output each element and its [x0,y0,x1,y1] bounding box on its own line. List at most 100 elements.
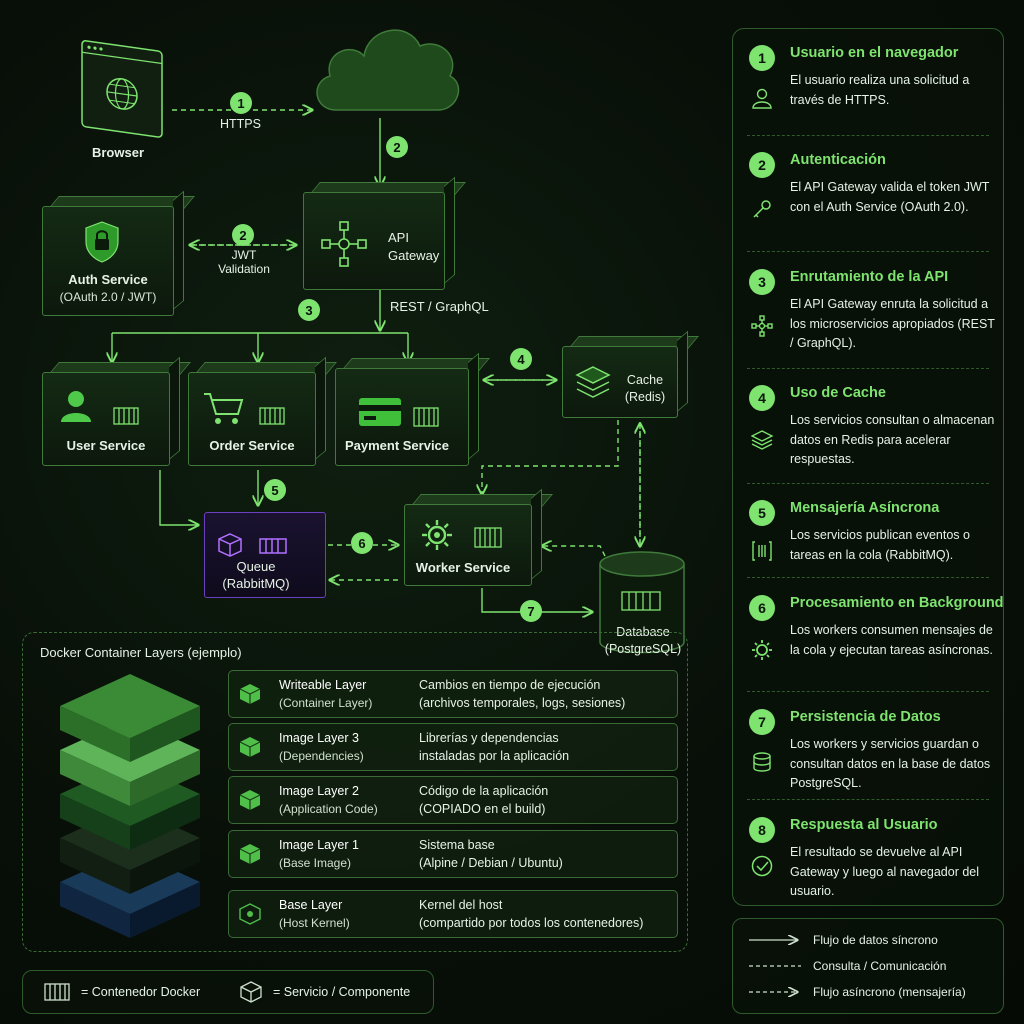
layer-desc-line1: Kernel del host [419,898,503,912]
user-icon [752,88,772,109]
lock-shield-icon [85,221,119,263]
step-number: 4 [749,385,775,411]
cache-label: Cache (Redis) [612,372,678,406]
queue-node[interactable] [204,512,326,598]
layer-row-image-2: Image Layer 2 (Application Code) Código … [228,776,678,824]
queue-line2: (RabbitMQ) [222,576,290,591]
connectors [0,0,730,660]
route-icon [751,315,773,337]
layer-name: Image Layer 2 [279,784,359,798]
layer-desc-line1: Cambios en tiempo de ejecución [419,678,601,692]
step-badge: 6 [351,532,373,554]
api-gateway-line2: Gateway [388,248,440,263]
database-cylinder-icon[interactable] [598,550,688,656]
layer-desc-line1: Código de la aplicación [419,784,549,798]
user-service-label: User Service [66,438,146,453]
step-title: Respuesta al Usuario [790,817,938,833]
symbol-legend: = Contenedor Docker = Servicio / Compone… [22,970,434,1014]
gear-icon [422,520,452,550]
cube-icon [239,737,261,757]
cube-icon [218,533,242,557]
jwt-label-line1: JWT [231,248,257,262]
layer-desc-line2: (COPIADO en el build) [419,802,546,816]
layer-subname: (Dependencies) [279,749,364,763]
docker-container-icon [113,407,139,425]
browser-node[interactable] [80,38,170,144]
step-description: Los workers y servicios guardan o consul… [790,737,991,790]
layer-row-writeable: Writeable Layer (Container Layer) Cambio… [228,670,678,718]
rest-graphql-label: REST / GraphQL [390,299,489,314]
key-icon [753,200,771,218]
step-description: Los workers consumen mensajes de la cola… [790,623,993,657]
kernel-icon [239,903,261,925]
cube-icon [239,844,261,864]
layer-desc-line2: (compartido por todos los contenedores) [419,916,644,930]
step-badge: 1 [230,92,252,114]
step-description: El API Gateway valida el token JWT con e… [790,180,990,214]
legend-sync-label: Flujo de datos síncrono [813,933,938,947]
step-badge: 3 [298,299,320,321]
stack-layers-icon [575,366,611,398]
order-service-label: Order Service [209,438,295,453]
layer-row-image-1: Image Layer 1 (Base Image) Sistema base … [228,830,678,878]
legend-query-label: Consulta / Comunicación [813,959,947,973]
queue-label: Queue (RabbitMQ) [204,558,308,592]
order-service-node[interactable] [188,356,337,466]
layer-desc-line2: instaladas por la aplicación [419,749,570,763]
layer-name: Writeable Layer [279,678,367,692]
step-title: Autenticación [790,152,886,168]
docker-layers-title: Docker Container Layers (ejemplo) [40,645,242,660]
cache-line2: (Redis) [624,390,666,404]
layer-desc-line1: Librerías y dependencias [419,731,559,745]
api-gateway-node[interactable] [303,176,466,290]
step-number: 5 [749,500,775,526]
step-title: Persistencia de Datos [790,709,941,725]
api-gateway-line1: API [388,230,409,245]
browser-label: Browser [91,145,145,160]
cache-line1: Cache [626,373,664,387]
step-number: 1 [749,45,775,71]
layer-desc-line2: (Alpine / Debian / Ubuntu) [419,856,563,870]
https-label: HTTPS [220,117,261,131]
legend-docker-label: = Contenedor Docker [81,985,201,999]
layer-subname: (Application Code) [279,802,378,816]
step-description: El API Gateway enruta la solicitud a los… [790,297,995,350]
queue-icon [752,541,772,561]
check-icon [751,855,773,877]
docker-container-icon [413,407,439,427]
database-icon [753,752,771,772]
step-description: El resultado se devuelve al API Gateway … [790,845,980,898]
docker-container-icon [259,407,285,425]
step-number: 2 [749,152,775,178]
step-badge: 5 [264,479,286,501]
layer-desc-line2: (archivos temporales, logs, sesiones) [419,696,626,710]
auth-service-sublabel: (OAuth 2.0 / JWT) [59,290,157,304]
step-number: 6 [749,595,775,621]
layer-name: Base Layer [279,898,343,912]
step-number: 8 [749,817,775,843]
layer-subname: (Base Image) [279,856,352,870]
cache-node[interactable] [562,330,699,418]
step-title: Procesamiento en Background [790,595,1004,611]
step-title: Uso de Cache [790,385,886,401]
layer-row-base: Base Layer (Host Kernel) Kernel del host… [228,890,678,938]
step-badge: 7 [520,600,542,622]
step-description: El usuario realiza una solicitud a travé… [790,73,970,107]
step-number: 3 [749,269,775,295]
step-badge: 2 [232,224,254,246]
network-hub-icon [321,221,367,267]
jwt-label-line2: Validation [218,262,270,276]
layer-subname: (Container Layer) [279,696,373,710]
worker-service-label: Worker Service [415,560,511,575]
payment-service-node[interactable] [335,352,490,466]
payment-service-label: Payment Service [344,438,450,453]
credit-card-icon [359,398,401,426]
user-icon [61,391,91,422]
browser-window-icon [81,40,163,138]
cart-icon [204,393,244,424]
step-number: 7 [749,709,775,735]
step-description: Los servicios consultan o almacenan dato… [790,413,995,466]
step-description: Los servicios publican eventos o tareas … [790,528,970,562]
layer-name: Image Layer 3 [279,731,359,745]
docker-container-icon [44,983,70,1001]
